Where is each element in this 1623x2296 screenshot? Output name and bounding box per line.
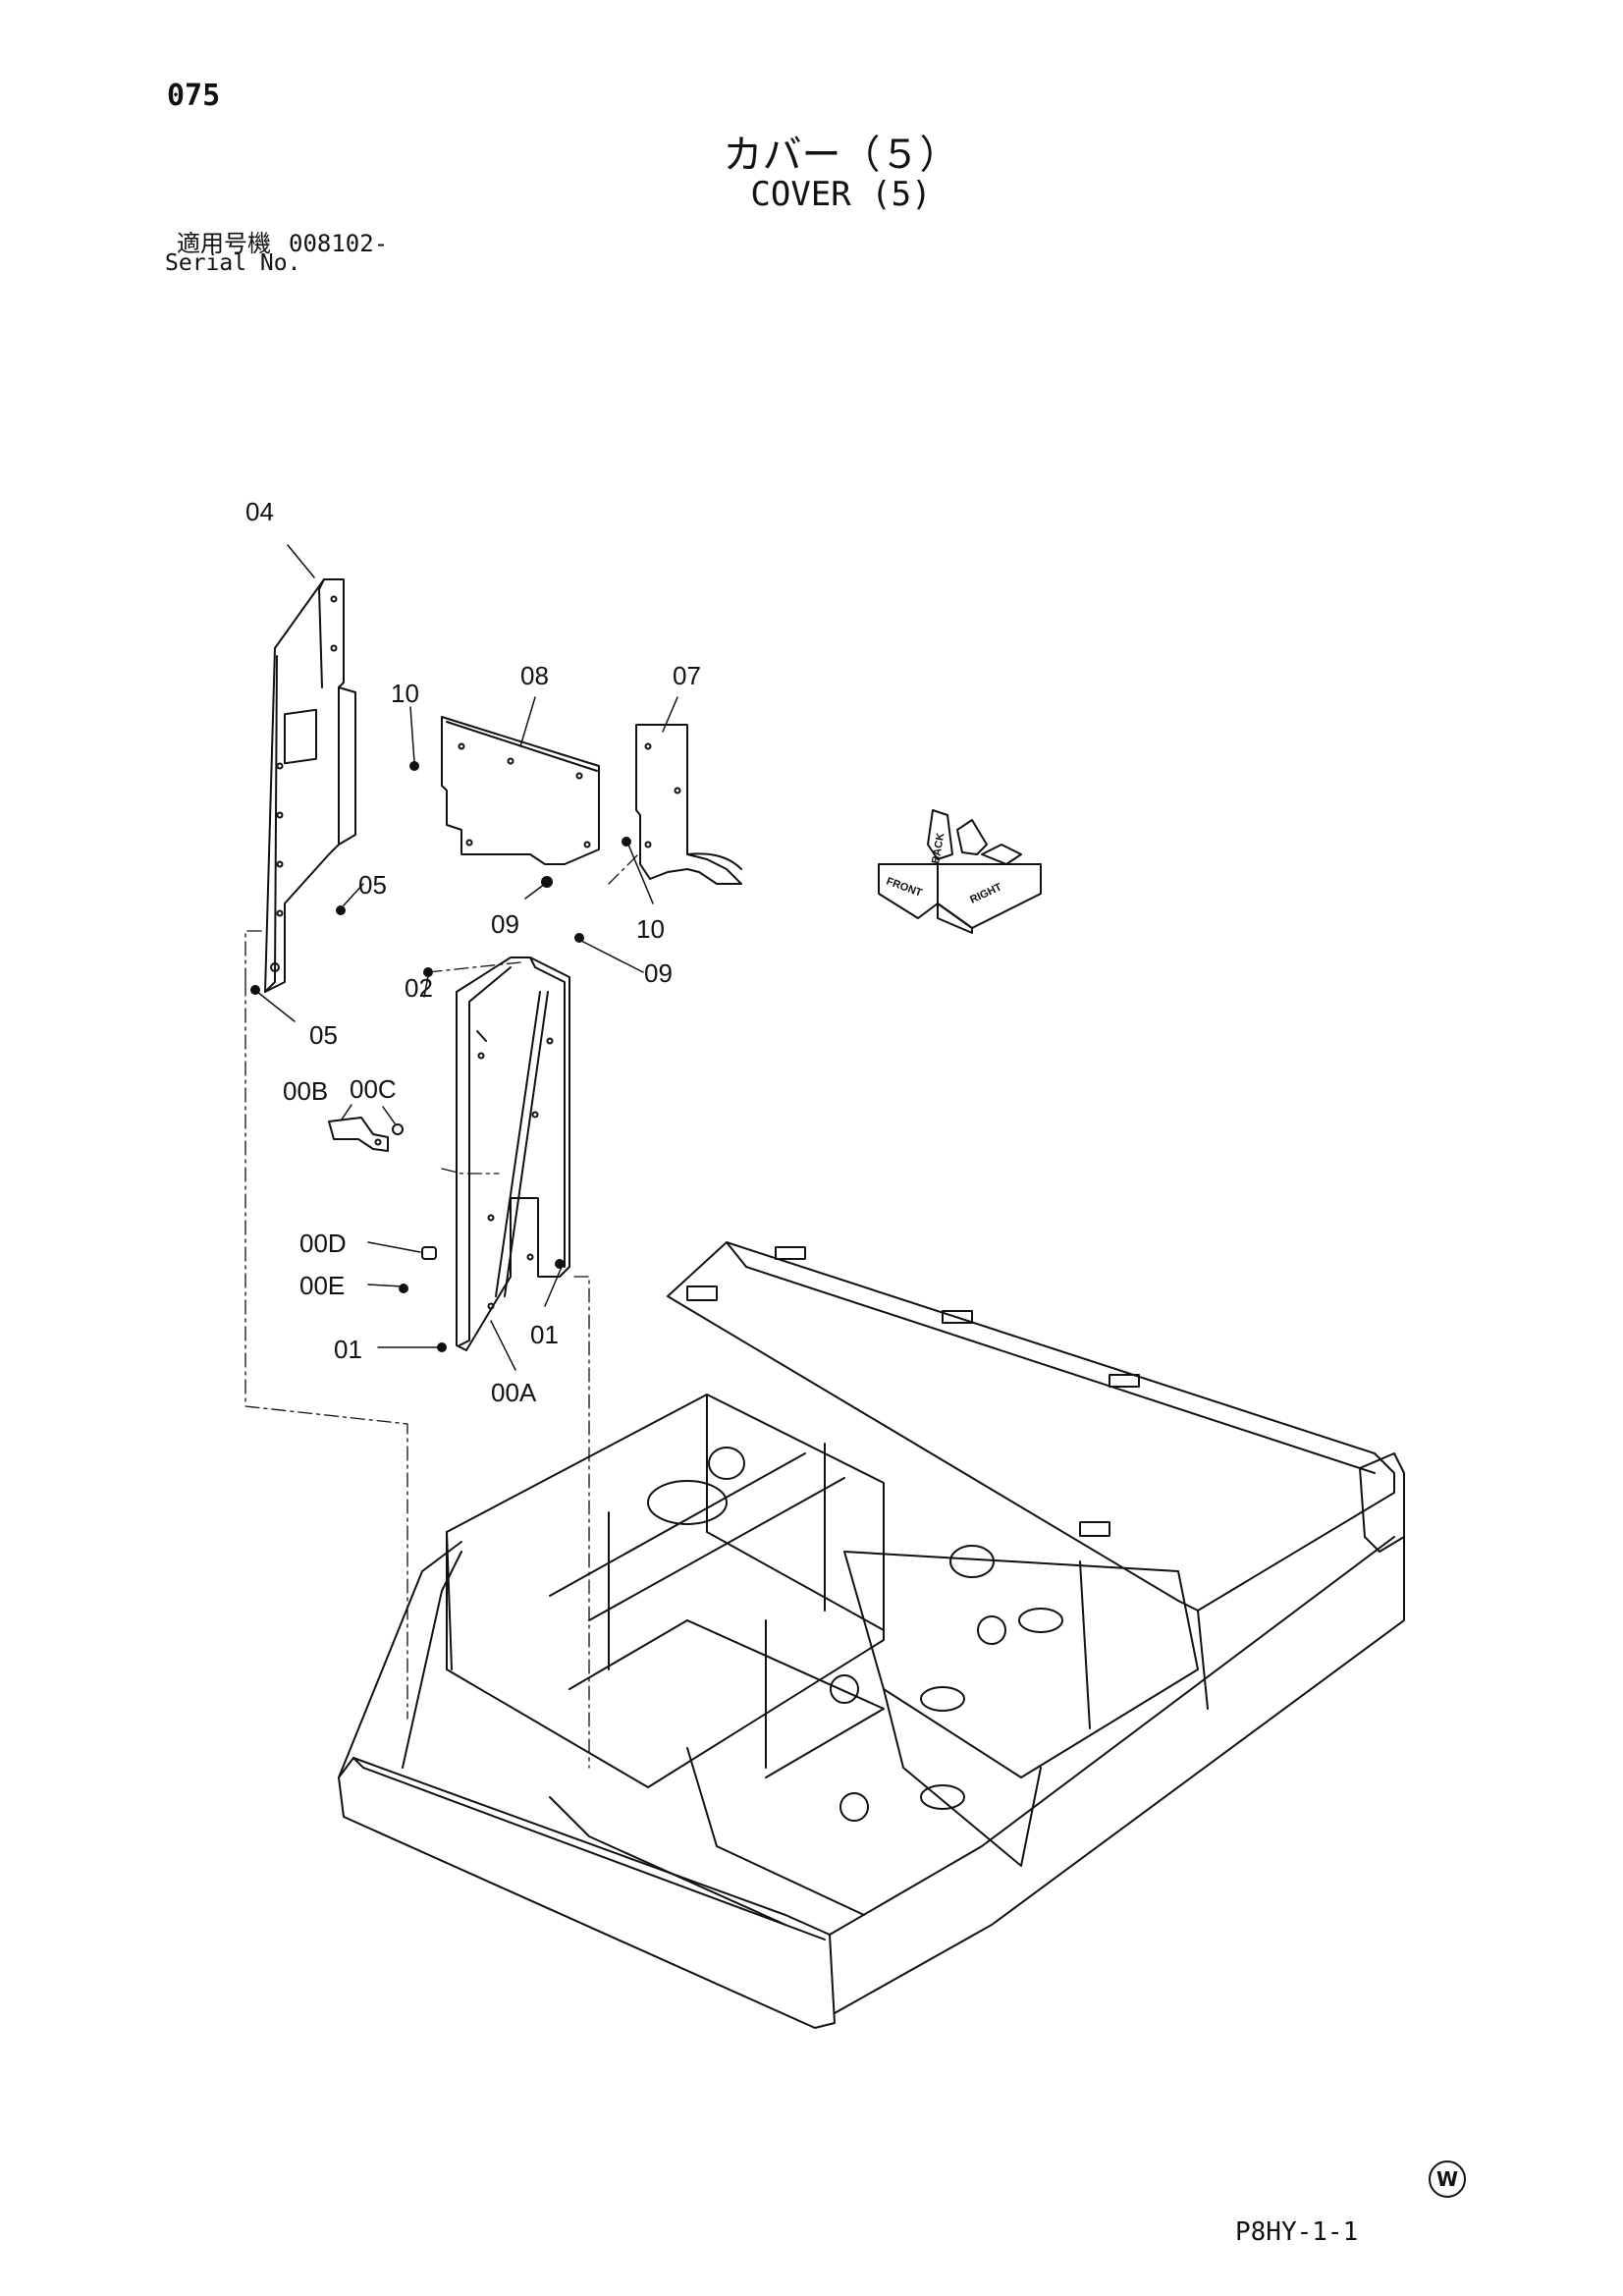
callout-04: 04 [245,497,274,526]
title-english: COVER (5) [750,175,932,214]
watermark-symbol: W [1429,2160,1466,2198]
callout-00D: 00D [299,1229,347,1258]
callout-05-lower: 05 [309,1020,338,1050]
part-08-cover-plate [441,716,600,865]
callout-05-upper: 05 [358,870,387,900]
callout-labels: 04 10 08 07 05 09 10 09 02 05 00B 00C 00… [245,497,701,1407]
leader-lines [256,544,678,1371]
callout-01-left: 01 [334,1335,362,1364]
part-00D-plug [421,1246,437,1260]
fasteners [250,761,631,1352]
callout-10-upper: 10 [391,679,419,708]
serial-label-jp: 適用号機 [177,230,271,257]
part-07-bracket [635,724,742,885]
title-japanese: カバー（５） [723,133,959,178]
orientation-indicator: FRONT RIGHT BACK [878,809,1042,934]
callout-02: 02 [405,973,433,1003]
callout-07: 07 [673,661,701,690]
callout-00B: 00B [283,1076,328,1106]
callout-00C: 00C [350,1074,397,1104]
callout-09-left: 09 [491,909,519,939]
orientation-label-right: RIGHT [968,881,1003,905]
page-number: 075 [167,79,221,113]
reference-code: P8HY-1-1 [1235,2217,1359,2247]
callout-09-right: 09 [644,958,673,988]
orientation-label-front: FRONT [885,876,924,900]
part-00B-00C-clip [328,1117,404,1152]
callout-10-lower: 10 [636,914,665,944]
assembly-lines [244,853,639,1769]
callout-01-right: 01 [530,1320,559,1349]
callout-08: 08 [520,661,549,690]
part-00A-front-cover [456,957,570,1351]
serial-row: 適用号機 008102- [177,224,388,258]
orientation-label-back: BACK [930,832,947,864]
serial-value: 008102- [289,230,389,257]
part-04-side-cover [264,578,356,993]
serial-label-en: Serial No. [165,250,301,276]
callout-00E: 00E [299,1271,345,1300]
main-frame [338,1241,1405,2029]
callout-00A: 00A [491,1378,537,1407]
